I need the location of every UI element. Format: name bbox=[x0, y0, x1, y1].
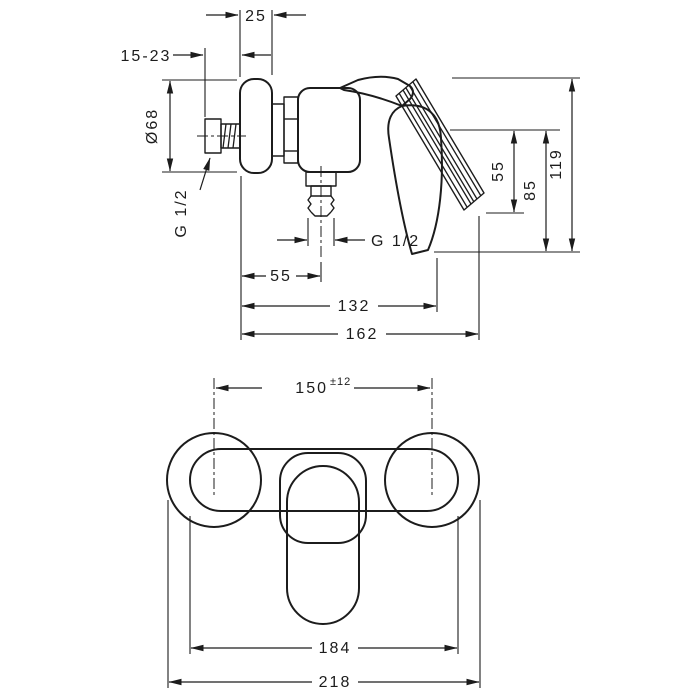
union-nut bbox=[271, 96, 299, 164]
label-outlet-thread: G 1/2 bbox=[277, 218, 420, 250]
dim-total-height-label: 119 bbox=[548, 148, 565, 180]
valve-body bbox=[297, 87, 361, 173]
dim-handle-span-label: 55 bbox=[490, 160, 507, 182]
dim-depth: 25 bbox=[206, 8, 306, 77]
dim-wall-to-outlet: 55 bbox=[240, 176, 322, 340]
faucet-side-outline bbox=[197, 75, 485, 258]
dim-wall-distance-label: 15-23 bbox=[121, 48, 172, 65]
dim-connection-tolerance-label: ±12 bbox=[330, 376, 351, 388]
dim-total-projection: 162 bbox=[241, 216, 480, 343]
dim-wall-distance: 15-23 bbox=[121, 48, 271, 117]
dim-wall-to-outlet-label: 55 bbox=[270, 268, 292, 285]
dim-heights-right: 55 85 119 bbox=[434, 77, 580, 253]
dim-body-width: 184 bbox=[189, 516, 459, 657]
dim-overall-width-label: 218 bbox=[319, 674, 352, 691]
dim-wall-to-handle: 132 bbox=[241, 258, 438, 315]
dim-plate-diameter-label: Ø68 bbox=[144, 108, 161, 144]
wall-plate bbox=[239, 78, 273, 174]
dim-total-projection-label: 162 bbox=[346, 326, 379, 343]
dim-body-height-label: 85 bbox=[522, 179, 539, 201]
handle-raised-hatched bbox=[395, 78, 485, 211]
dim-body-width-label: 184 bbox=[319, 640, 352, 657]
label-inlet-thread: G 1/2 bbox=[173, 157, 211, 238]
dim-connection-spacing: 150 ±12 bbox=[213, 376, 433, 498]
handle-front bbox=[286, 465, 360, 625]
dim-plate-diameter: Ø68 bbox=[144, 79, 237, 173]
dim-depth-label: 25 bbox=[245, 8, 267, 25]
dim-overall-width: 218 bbox=[167, 500, 481, 691]
dim-connection-spacing-label: 150 bbox=[295, 380, 328, 397]
side-view: 25 15-23 Ø68 G 1/2 55 bbox=[121, 8, 580, 343]
front-view: 150 ±12 184 218 bbox=[166, 376, 481, 691]
valve-body-front bbox=[279, 452, 367, 544]
outlet-thread-label: G 1/2 bbox=[371, 233, 420, 250]
inlet-thread-label: G 1/2 bbox=[173, 188, 190, 237]
mixer-body-bar bbox=[189, 448, 459, 512]
dim-wall-to-handle-label: 132 bbox=[338, 298, 371, 315]
